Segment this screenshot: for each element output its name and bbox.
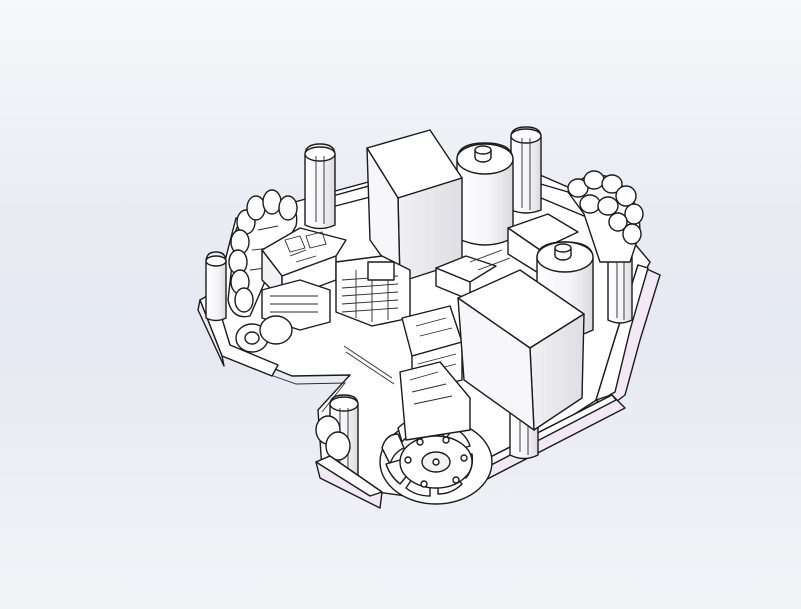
standoff-post: [510, 126, 542, 214]
caster-bumper: [315, 455, 383, 509]
battery-box-right: [457, 269, 585, 431]
battery-box-left: [366, 129, 463, 283]
standoff-post: [304, 143, 336, 230]
mecanum-wheel-front: [379, 361, 493, 505]
cylinder-tank-left: [456, 142, 514, 246]
standoff-post: [205, 251, 227, 322]
omni-wheel-right: [567, 170, 644, 263]
motor-assembly: [235, 213, 579, 461]
